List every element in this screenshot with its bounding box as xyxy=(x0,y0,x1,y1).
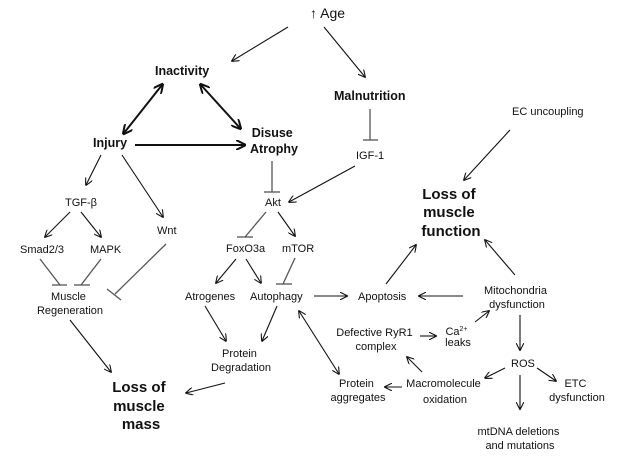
edge-akt-foxo3a xyxy=(237,211,267,238)
edge-macroox-ryr1 xyxy=(407,357,423,373)
edge-mito-lossfunction xyxy=(485,240,516,276)
edge-mapk-muscleregen xyxy=(74,258,102,286)
edge-wnt-muscleregen xyxy=(106,243,167,301)
node-loss-function: Loss of muscle function xyxy=(421,186,480,240)
node-ec-uncoupling: EC uncoupling xyxy=(512,106,584,118)
node-macromolecule-oxidation: Macromolecule oxidation xyxy=(406,378,484,406)
edge-inactivity-injury xyxy=(124,85,162,133)
node-inactivity: Inactivity xyxy=(155,64,209,78)
edge-foxo3a-atrogenes xyxy=(216,258,237,283)
node-tgfb: TGF-β xyxy=(65,197,97,209)
edge-disuse-akt xyxy=(264,161,280,193)
edge-caleaks-mito xyxy=(474,311,489,323)
node-ros: ROS xyxy=(511,358,535,370)
edge-autophagy-proteinagg xyxy=(299,311,339,374)
edge-igf1-akt xyxy=(289,165,356,202)
node-etc-dysfunction: ETC dysfunction xyxy=(549,378,605,404)
node-protein-aggregates: Protein aggregates xyxy=(330,378,386,404)
edge-smad-muscleregen xyxy=(39,258,67,286)
node-mito-dysfunction: Mitochondria dysfunction xyxy=(484,285,550,311)
node-protein-degradation: Protein Degradation xyxy=(211,348,271,374)
node-age: ↑ Age xyxy=(310,5,345,21)
edge-atrogenes-proteindeg xyxy=(204,305,226,341)
node-atrogenes: Atrogenes xyxy=(185,291,236,303)
edge-age-inactivity xyxy=(232,26,289,61)
node-autophagy: Autophagy xyxy=(250,291,303,303)
node-malnutrition: Malnutrition xyxy=(334,89,406,103)
edge-injury-wnt xyxy=(121,154,163,217)
node-muscle-regeneration: Muscle Regeneration xyxy=(37,291,103,317)
edge-tgfb-smad xyxy=(45,211,71,237)
node-mapk: MAPK xyxy=(90,244,122,256)
edge-ros-macroox xyxy=(485,367,506,378)
edge-ec-lossfunction xyxy=(464,129,511,180)
node-ca-leaks: Ca2+ leaks xyxy=(445,322,471,349)
node-apoptosis: Apoptosis xyxy=(358,291,407,303)
node-loss-mass: Loss of muscle mass xyxy=(112,379,170,433)
edge-foxo3a-autophagy xyxy=(245,258,261,283)
edge-injury-tgfb xyxy=(86,154,102,185)
node-igf1: IGF-1 xyxy=(356,150,384,162)
node-wnt: Wnt xyxy=(157,225,177,237)
edge-tgfb-mapk xyxy=(80,211,101,237)
edge-age-malnutrition xyxy=(323,26,365,77)
edge-mtor-autophagy xyxy=(276,257,296,285)
edge-muscleregen-lossmass xyxy=(69,319,111,372)
edge-apoptosis-lossfunction xyxy=(385,245,416,285)
edge-ros-etc xyxy=(536,367,556,381)
node-disuse-atrophy: Disuse Atrophy xyxy=(250,126,298,156)
node-mtor: mTOR xyxy=(282,243,314,255)
edge-malnutrition-igf1 xyxy=(363,109,378,141)
node-ryr1: Defective RyR1 complex xyxy=(336,327,415,353)
edge-akt-mtor xyxy=(277,211,295,236)
node-mtdna: mtDNA deletions and mutations xyxy=(478,426,563,452)
edge-inactivity-disuse xyxy=(201,85,240,128)
edge-proteindeg-lossmass xyxy=(186,382,226,393)
node-smad: Smad2/3 xyxy=(20,244,64,256)
edge-autophagy-proteindeg xyxy=(262,305,278,341)
node-foxo3a: FoxO3a xyxy=(226,243,266,255)
node-akt: Akt xyxy=(265,197,281,209)
node-injury: Injury xyxy=(93,136,127,150)
